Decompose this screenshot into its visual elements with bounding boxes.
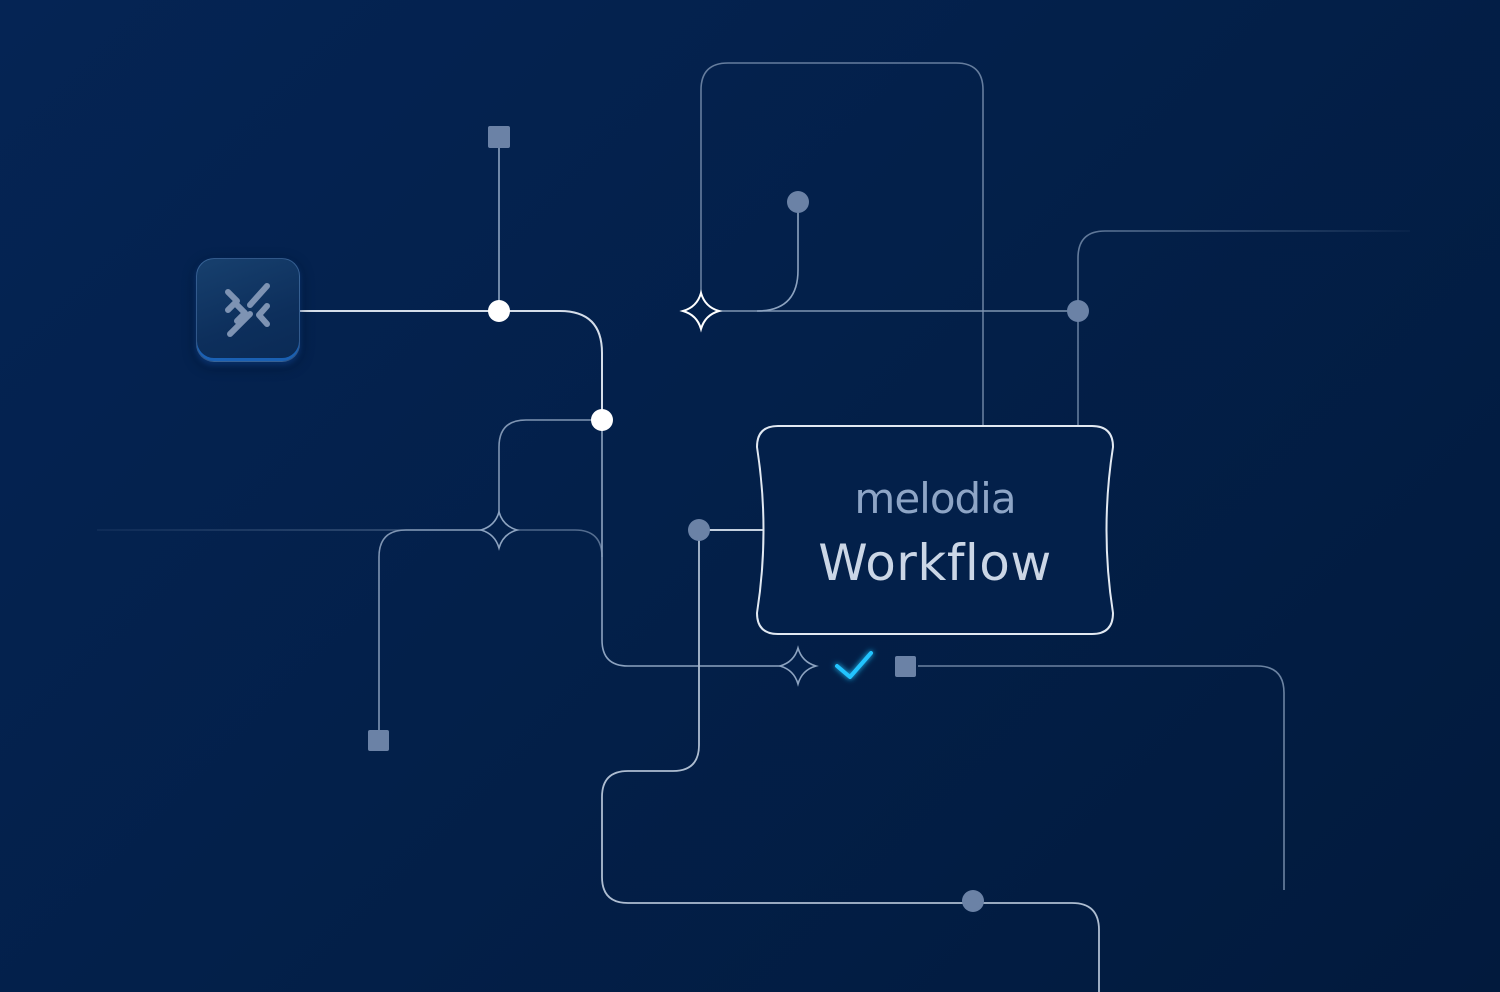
checkmark-icon xyxy=(835,651,873,679)
sparkle-icon xyxy=(478,509,520,551)
node-dot-bottom xyxy=(962,890,984,912)
node-square-status xyxy=(895,656,916,677)
app-icon xyxy=(196,258,300,362)
node-dot-right xyxy=(1067,300,1089,322)
wire-main xyxy=(300,310,603,420)
card-frame xyxy=(756,425,1114,635)
node-white-2 xyxy=(591,409,613,431)
brand-logo-text: melodia xyxy=(854,474,1016,523)
sparkle-icon xyxy=(679,289,723,333)
wire-left-horizontal xyxy=(97,529,603,558)
wire-status-right xyxy=(918,665,1285,890)
wire-card-down xyxy=(601,530,1100,992)
wire-hook xyxy=(756,202,799,312)
wire-left-loop xyxy=(498,419,602,530)
brand-card: melodia Workflow xyxy=(756,425,1114,635)
product-title: Workflow xyxy=(818,534,1052,592)
crossed-arrows-check-icon xyxy=(225,283,270,337)
wire-top-loop xyxy=(700,62,984,430)
wire-left-down xyxy=(378,529,499,730)
node-square-left xyxy=(368,730,389,751)
node-white-1 xyxy=(488,300,510,322)
wire-right-loop xyxy=(1077,230,1410,425)
node-dot-top xyxy=(787,191,809,213)
node-square-top xyxy=(488,126,510,148)
node-dot-card xyxy=(688,519,710,541)
sparkle-icon xyxy=(777,645,819,687)
